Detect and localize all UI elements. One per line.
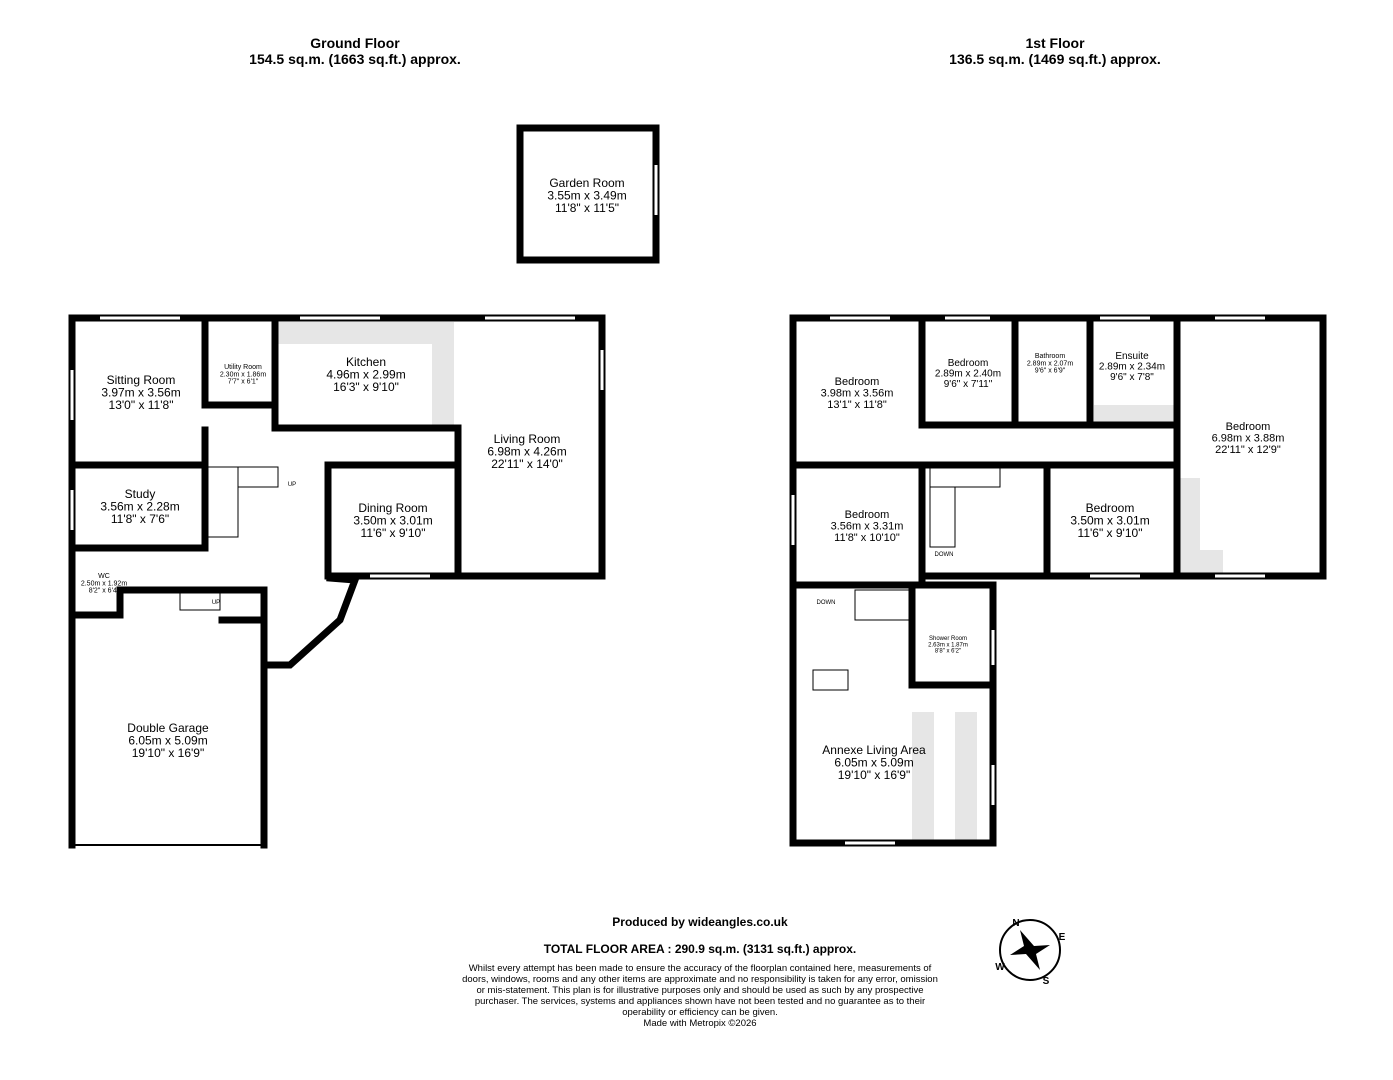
compass-n: N — [1012, 918, 1019, 929]
room-imperial: 11'8" x 10'10" — [834, 532, 900, 544]
room-name: Bedroom — [1086, 501, 1135, 515]
room-imperial: 19'10" x 16'9" — [132, 746, 205, 760]
room-imperial: 9'6" x 6'9" — [1035, 368, 1066, 375]
room-name: Double Garage — [127, 721, 209, 735]
room-metric: 2.50m x 1.92m — [81, 580, 127, 587]
room-name: Garden Room — [549, 176, 624, 190]
compass-e: E — [1059, 932, 1066, 943]
stair-label-down: DOWN — [935, 552, 954, 558]
ground-floor-walls — [68, 124, 660, 849]
room-name: Bedroom — [948, 358, 989, 369]
room-metric: 2.63m x 1.87m — [928, 642, 968, 648]
stair-label-down: DOWN — [817, 600, 836, 606]
room-metric: 3.98m x 3.56m — [821, 388, 894, 400]
room-imperial: 7'7" x 6'1" — [228, 379, 259, 386]
room-name: Utility Room — [224, 364, 262, 371]
room-metric: 3.56m x 3.31m — [831, 521, 904, 533]
room-imperial: 11'6" x 9'10" — [1078, 526, 1143, 540]
room-metric: 2.89m x 2.34m — [1099, 362, 1165, 373]
room-imperial: 9'6" x 7'11" — [944, 379, 993, 390]
room-imperial: 13'1" x 11'8" — [827, 399, 887, 411]
room-name: Sitting Room — [107, 373, 176, 387]
room-name: Annexe Living Area — [822, 743, 926, 757]
fixtures — [278, 322, 1223, 840]
room-imperial: 8'8" x 6'2" — [935, 649, 961, 655]
windows — [70, 165, 1265, 845]
room-name: Kitchen — [346, 355, 386, 369]
room-name: Bathroom — [1035, 353, 1066, 360]
compass-w: W — [995, 962, 1005, 973]
stairs — [179, 466, 1001, 621]
room-imperial: 8'2" x 6'4" — [89, 588, 120, 595]
room-imperial: 9'6" x 7'8" — [1110, 372, 1154, 383]
stair-labels: UP UP DOWN DOWN — [212, 482, 954, 606]
ground-floor-title: Ground Floor — [310, 35, 400, 51]
room-metric: 3.50m x 3.01m — [353, 514, 432, 528]
room-metric: 6.98m x 4.26m — [487, 445, 566, 459]
room-name: Shower Room — [929, 636, 967, 642]
room-metric: 3.50m x 3.01m — [1070, 514, 1149, 528]
room-imperial: 11'8" x 7'6" — [111, 512, 169, 526]
room-name: Living Room — [494, 432, 561, 446]
room-metric: 3.55m x 3.49m — [547, 189, 626, 203]
total-floor-area: TOTAL FLOOR AREA : 290.9 sq.m. (3131 sq.… — [543, 942, 857, 956]
room-metric: 4.96m x 2.99m — [326, 368, 405, 382]
room-name: Bedroom — [1226, 421, 1271, 433]
room-imperial: 19'10" x 16'9" — [838, 768, 911, 782]
ground-floor-area: 154.5 sq.m. (1663 sq.ft.) approx. — [249, 51, 461, 67]
compass-s: S — [1043, 976, 1050, 987]
ground-floor-heading: Ground Floor 154.5 sq.m. (1663 sq.ft.) a… — [150, 35, 560, 67]
stair-label-up: UP — [212, 600, 220, 606]
made-with: Made with Metropix ©2026 — [643, 1018, 757, 1029]
first-floor-area: 136.5 sq.m. (1469 sq.ft.) approx. — [949, 51, 1161, 67]
room-metric: 2.30m x 1.86m — [220, 371, 266, 378]
producer-credit: Produced by wideangles.co.uk — [612, 915, 788, 929]
room-name: Bedroom — [845, 509, 890, 521]
room-metric: 6.05m x 5.09m — [128, 734, 207, 748]
room-imperial: 11'8" x 11'5" — [555, 201, 619, 215]
room-name: Ensuite — [1115, 351, 1149, 362]
room-name: WC — [98, 573, 110, 580]
disclaimer: Whilst every attempt has been made to en… — [462, 963, 938, 1018]
room-metric: 6.98m x 3.88m — [1212, 433, 1285, 445]
room-imperial: 22'11" x 14'0" — [491, 457, 563, 471]
compass: N E S W — [995, 918, 1065, 987]
room-metric: 2.89m x 2.07m — [1027, 360, 1073, 367]
room-name: Study — [125, 487, 156, 501]
first-floor-heading: 1st Floor 136.5 sq.m. (1469 sq.ft.) appr… — [850, 35, 1260, 67]
room-metric: 6.05m x 5.09m — [834, 756, 913, 770]
room-imperial: 22'11" x 12'9" — [1215, 444, 1281, 456]
skylight — [812, 669, 849, 691]
room-name: Bedroom — [835, 376, 880, 388]
first-floor-title: 1st Floor — [1025, 35, 1085, 51]
room-imperial: 16'3" x 9'10" — [333, 380, 399, 394]
first-floor-walls — [789, 314, 1327, 847]
stair-label-up: UP — [288, 482, 296, 488]
room-metric: 2.89m x 2.40m — [935, 369, 1001, 380]
room-name: Dining Room — [358, 501, 427, 515]
room-metric: 3.56m x 2.28m — [100, 500, 179, 514]
room-metric: 3.97m x 3.56m — [101, 386, 180, 400]
room-imperial: 13'0" x 11'8" — [109, 398, 174, 412]
room-imperial: 11'6" x 9'10" — [361, 526, 426, 540]
